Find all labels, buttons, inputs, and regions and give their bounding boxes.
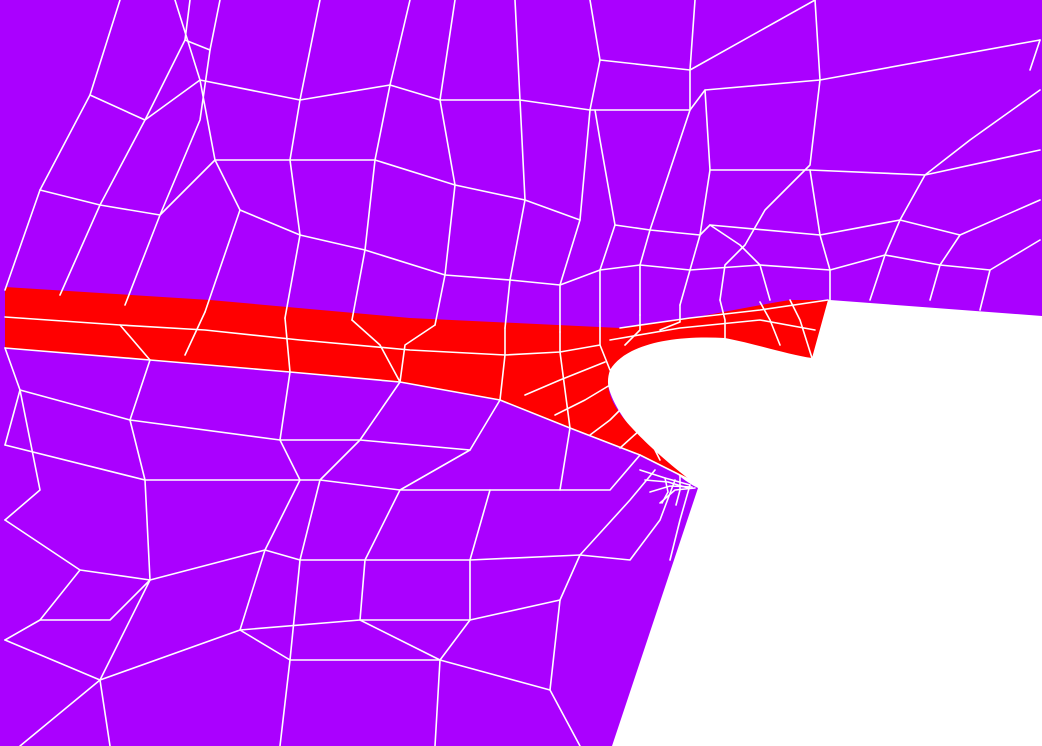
mesh-edges — [4, 0, 1041, 746]
red-element-band — [5, 287, 828, 480]
